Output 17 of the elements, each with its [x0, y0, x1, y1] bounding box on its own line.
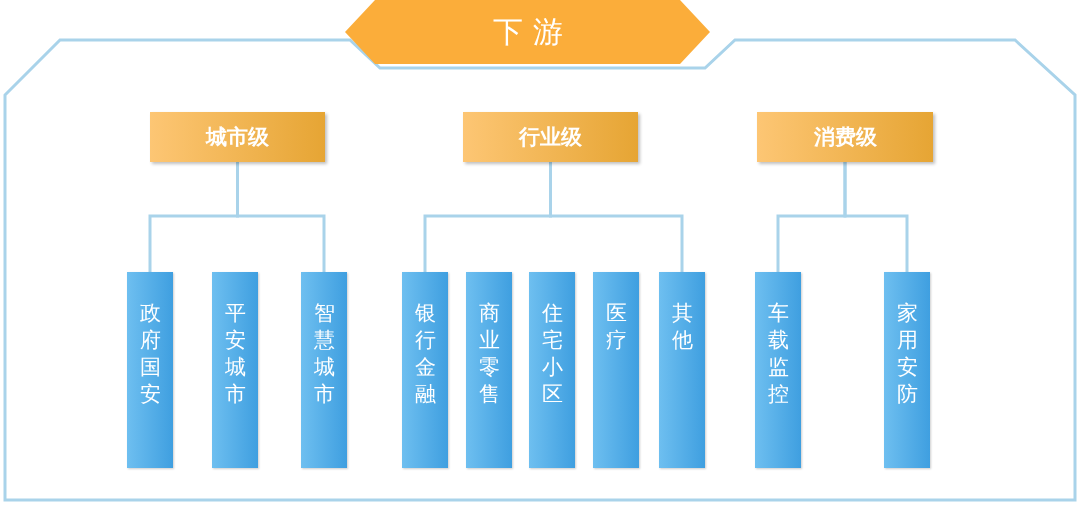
title-banner: 下游 [345, 0, 710, 64]
item-bar: 住宅小区 [529, 272, 575, 468]
item-bar: 车载监控 [755, 272, 801, 468]
connector-line [236, 162, 326, 272]
category-box: 行业级 [463, 112, 638, 162]
item-bar: 其他 [659, 272, 705, 468]
item-bar: 银行金融 [402, 272, 448, 468]
item-bar: 政府国安 [127, 272, 173, 468]
item-bar: 商业零售 [466, 272, 512, 468]
category-box: 城市级 [150, 112, 325, 162]
connector-line [549, 162, 684, 272]
item-bar: 平安城市 [212, 272, 258, 468]
item-bar: 智慧城市 [301, 272, 347, 468]
item-bar: 家用安防 [884, 272, 930, 468]
item-bar: 医疗 [593, 272, 639, 468]
category-box: 消费级 [757, 112, 933, 162]
connector-line [843, 162, 909, 272]
